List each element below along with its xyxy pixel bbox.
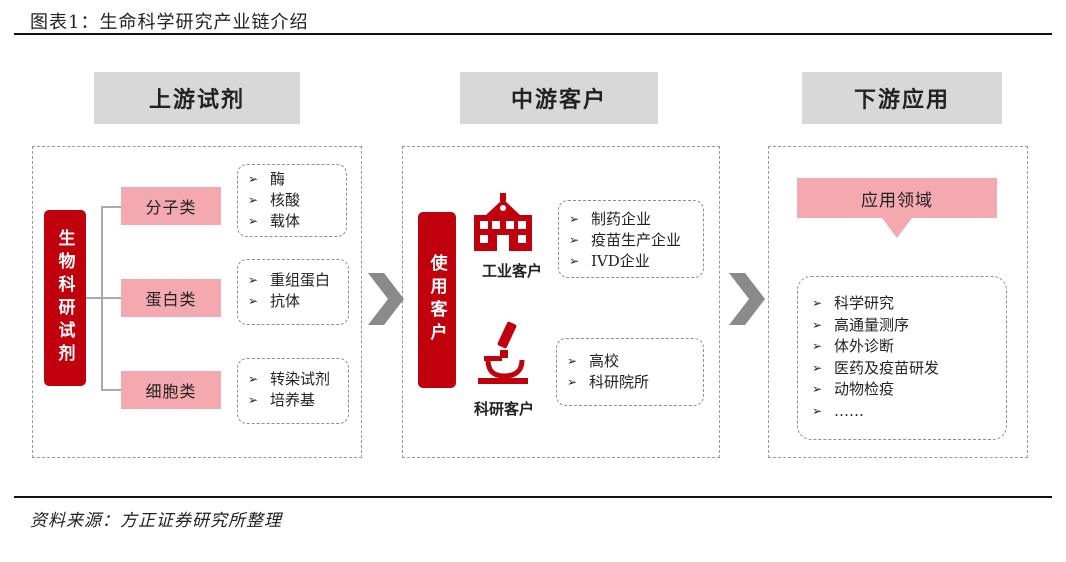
arrow-icon: ➢ xyxy=(248,214,259,228)
research-customer-label: 科研客户 xyxy=(473,400,534,418)
list-item: ➢制药企业 xyxy=(569,210,652,228)
list-item: ➢体外诊断 xyxy=(812,336,1006,358)
arrow-icon: ➢ xyxy=(248,372,259,386)
figure-title: 图表1：生命科学研究产业链介绍 xyxy=(30,12,309,33)
list-item: ➢核酸 xyxy=(248,191,301,209)
midstream-header: 中游客户 xyxy=(460,72,658,124)
list-item: ➢疫苗生产企业 xyxy=(569,231,682,249)
arrow-down-icon xyxy=(882,218,912,238)
category-molecular: 分子类 xyxy=(121,187,221,225)
list-item: ➢动物检疫 xyxy=(812,379,1006,401)
factory-icon xyxy=(474,193,532,251)
midstream-panel xyxy=(402,146,720,458)
list-item: ➢医药及疫苗研发 xyxy=(812,358,1006,380)
arrow-icon: ➢ xyxy=(812,339,823,353)
chevron-right-icon xyxy=(368,273,404,325)
arrow-icon: ➢ xyxy=(569,254,580,268)
research-items: ➢高校 ➢科研院所 xyxy=(556,338,704,406)
arrow-icon: ➢ xyxy=(812,296,823,310)
midstream-main-label: 使用客户 xyxy=(418,212,456,388)
bottom-rule xyxy=(14,496,1052,498)
tree-connector xyxy=(101,206,121,208)
molecular-items: ➢酶 ➢核酸 ➢载体 xyxy=(237,164,347,237)
list-item: ➢抗体 xyxy=(248,292,301,310)
arrow-icon: ➢ xyxy=(248,393,259,407)
list-item: ➢科学研究 xyxy=(812,293,1006,315)
list-item: ➢高通量测序 xyxy=(812,315,1006,337)
upstream-header: 上游试剂 xyxy=(94,72,300,124)
arrow-icon: ➢ xyxy=(567,354,578,368)
tree-connector xyxy=(101,389,121,391)
list-item: ➢…… xyxy=(812,401,1006,423)
top-rule xyxy=(14,33,1052,35)
list-item: ➢酶 xyxy=(248,170,286,188)
industrial-customer-label: 工业客户 xyxy=(481,262,542,280)
list-item: ➢IVD企业 xyxy=(569,252,650,270)
list-item: ➢科研院所 xyxy=(567,373,650,391)
category-protein: 蛋白类 xyxy=(121,279,221,317)
application-field-label: 应用领域 xyxy=(797,178,997,218)
microscope-icon xyxy=(478,321,528,384)
downstream-header: 下游应用 xyxy=(802,72,1002,124)
protein-items: ➢重组蛋白 ➢抗体 xyxy=(237,259,349,325)
arrow-icon: ➢ xyxy=(248,172,259,186)
application-items: ➢科学研究 ➢高通量测序 ➢体外诊断 ➢医药及疫苗研发 ➢动物检疫 ➢…… xyxy=(797,276,1007,440)
arrow-icon: ➢ xyxy=(567,375,578,389)
list-item: ➢高校 xyxy=(567,352,620,370)
list-item: ➢重组蛋白 xyxy=(248,271,331,289)
downstream-panel xyxy=(768,146,1028,458)
tree-connector xyxy=(86,297,102,299)
list-item: ➢培养基 xyxy=(248,391,316,409)
cell-items: ➢转染试剂 ➢培养基 xyxy=(237,358,349,424)
arrow-icon: ➢ xyxy=(248,273,259,287)
arrow-icon: ➢ xyxy=(248,193,259,207)
arrow-icon: ➢ xyxy=(812,403,823,418)
industrial-items: ➢制药企业 ➢疫苗生产企业 ➢IVD企业 xyxy=(558,200,704,278)
chevron-right-icon xyxy=(729,273,765,325)
tree-connector xyxy=(101,297,121,299)
upstream-main-label: 生物科研试剂 xyxy=(44,210,86,386)
arrow-icon: ➢ xyxy=(812,317,823,332)
list-item: ➢转染试剂 xyxy=(248,370,331,388)
upstream-panel xyxy=(32,146,362,458)
arrow-icon: ➢ xyxy=(248,294,259,308)
arrow-icon: ➢ xyxy=(569,212,580,226)
list-item: ➢载体 xyxy=(248,212,301,230)
arrow-icon: ➢ xyxy=(569,233,580,247)
arrow-icon: ➢ xyxy=(812,382,823,396)
category-cell: 细胞类 xyxy=(121,371,221,409)
arrow-icon: ➢ xyxy=(812,360,823,375)
source-note: 资料来源：方正证券研究所整理 xyxy=(30,511,282,531)
